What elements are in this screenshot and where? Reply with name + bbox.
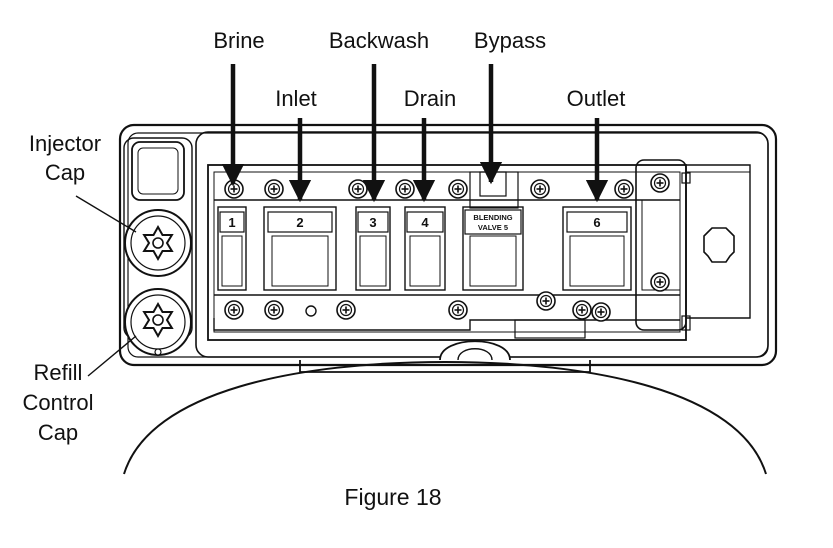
injector-cap-label-line1: Injector [29, 131, 101, 156]
refill-control-cap [124, 288, 192, 356]
refill-cap-label-line1: Refill [34, 360, 83, 385]
port-2-label: 2 [296, 215, 303, 230]
inlet-label: Inlet [275, 86, 317, 111]
injector-cap-label-line2: Cap [45, 160, 85, 185]
outlet-label: Outlet [567, 86, 626, 111]
blending-valve-label-line2: VALVE 5 [478, 223, 508, 232]
port-arrows [221, 64, 609, 203]
refill-cap-leader [87, 335, 137, 377]
port-6-label: 6 [593, 215, 600, 230]
injector-cap [124, 209, 192, 277]
port-4-label: 4 [421, 215, 429, 230]
refill-cap-label-line3: Cap [38, 420, 78, 445]
bypass-label: Bypass [474, 28, 546, 53]
injector-cap-leader [75, 195, 137, 233]
connector-port [703, 227, 735, 263]
brine-label: Brine [213, 28, 264, 53]
port-labels: 1 2 3 4 BLENDING VALVE 5 6 [219, 209, 628, 235]
port-windows [217, 171, 632, 291]
backwash-label: Backwash [329, 28, 429, 53]
drain-label: Drain [404, 86, 457, 111]
figure-caption: Figure 18 [344, 484, 441, 510]
port-1-label: 1 [228, 215, 235, 230]
refill-cap-label-line2: Control [23, 390, 94, 415]
housing-screws [224, 171, 691, 331]
port-3-label: 3 [369, 215, 376, 230]
tank-outline [123, 360, 767, 475]
blending-valve-label-line1: BLENDING [473, 213, 512, 222]
